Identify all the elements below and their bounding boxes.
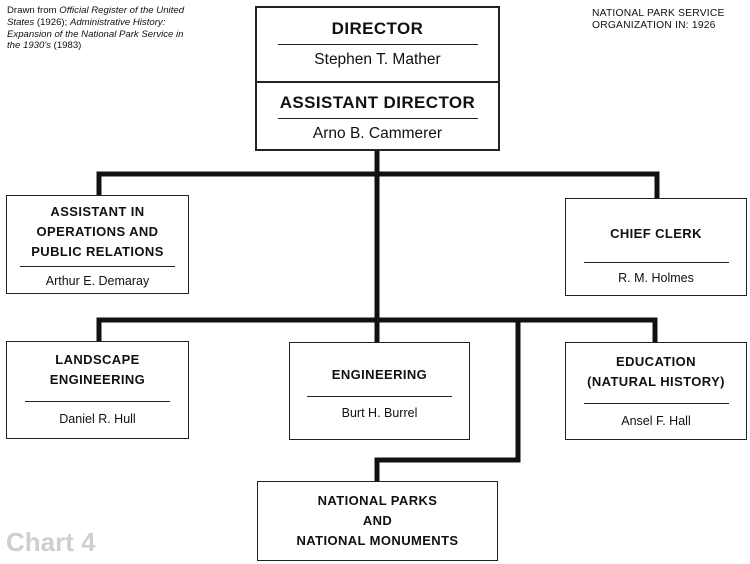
unit-title: Landscape Engineering <box>49 352 146 387</box>
unit-head: R. M. Holmes <box>618 271 694 285</box>
director-box: Director Stephen T. Mather Assistant Dir… <box>255 6 500 151</box>
unit-title: Chief Clerk <box>610 226 702 241</box>
director-name: Stephen T. Mather <box>314 51 441 68</box>
director-title: Director <box>331 19 424 38</box>
assistant-director-name: Arno B. Cammerer <box>312 125 443 142</box>
unit-title: Engineering <box>331 367 428 382</box>
unit-title: Assistant in Operations and Public Relat… <box>31 204 164 259</box>
divider <box>277 118 478 119</box>
director-section: Director Stephen T. Mather <box>257 8 498 83</box>
unit-head: Ansel F. Hall <box>621 414 691 428</box>
unit-box-landscape-engineering: Landscape Engineering Daniel R. Hull <box>6 341 189 439</box>
unit-box-national-parks: National Parks and National Monuments <box>257 481 498 561</box>
unit-head: Burt H. Burrel <box>341 406 418 420</box>
unit-head: Arthur E. Demaray <box>45 274 150 288</box>
unit-title: National Parks and National Monuments <box>296 493 459 548</box>
connector-parks <box>374 317 521 485</box>
divider <box>20 266 175 267</box>
divider <box>277 44 478 45</box>
divider <box>583 262 729 263</box>
organization-label: National Park Service Organization in: 1… <box>592 8 725 31</box>
unit-box-operations: Assistant in Operations and Public Relat… <box>6 195 189 294</box>
divider <box>583 403 729 404</box>
unit-box-chief-clerk: Chief Clerk R. M. Holmes <box>565 198 747 296</box>
unit-box-engineering: Engineering Burt H. Burrel <box>289 342 470 440</box>
assistant-director-title: Assistant Director <box>279 93 476 112</box>
divider <box>307 396 452 397</box>
unit-title: Education (Natural History) <box>587 354 725 389</box>
assistant-director-section: Assistant Director Arno B. Cammerer <box>257 83 498 143</box>
source-note: Drawn from Official Register of the Unit… <box>7 5 185 52</box>
chart-number-label: Chart 4 <box>6 527 96 557</box>
unit-head: Daniel R. Hull <box>59 412 136 426</box>
unit-box-education: Education (Natural History) Ansel F. Hal… <box>565 342 747 440</box>
divider <box>25 401 170 402</box>
